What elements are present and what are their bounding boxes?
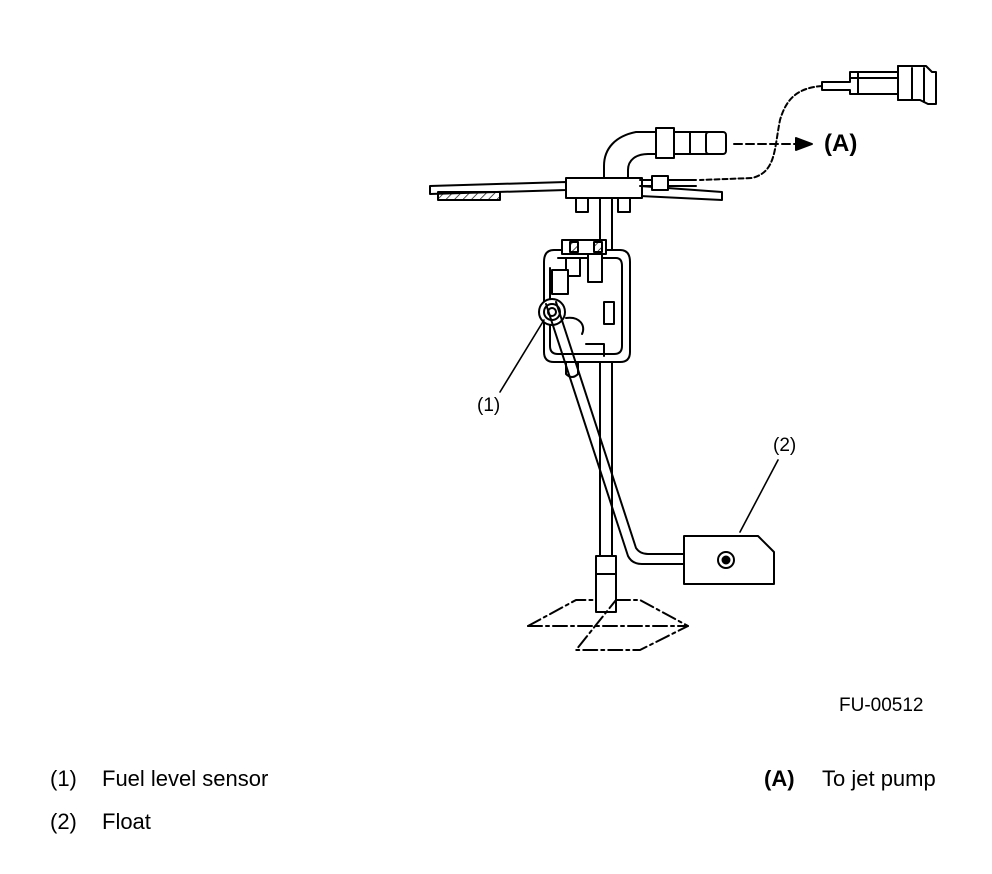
pump-foot — [527, 555, 689, 651]
direction-arrow — [733, 137, 813, 151]
float-arm — [545, 301, 685, 565]
float — [683, 535, 775, 585]
callout-2: (2) — [773, 435, 796, 456]
legend-item-number: (2) — [50, 809, 77, 834]
harness-wire — [699, 85, 823, 181]
connector — [821, 65, 937, 105]
callout-1: (1) — [477, 395, 500, 416]
figure-code: FU-00512 — [839, 695, 924, 716]
legend-item-number: (1) — [50, 766, 77, 791]
leader-line-1 — [499, 319, 545, 393]
mounting-flange — [429, 175, 723, 213]
outlet-pipe — [603, 127, 727, 179]
legend-item-label: Fuel level sensor — [102, 766, 269, 791]
legend-note-label: To jet pump — [822, 766, 936, 791]
leader-line-2 — [739, 459, 779, 533]
legend-item-label: Float — [102, 809, 151, 834]
callout-a: (A) — [824, 130, 857, 157]
legend-note-letter: (A) — [764, 766, 795, 791]
